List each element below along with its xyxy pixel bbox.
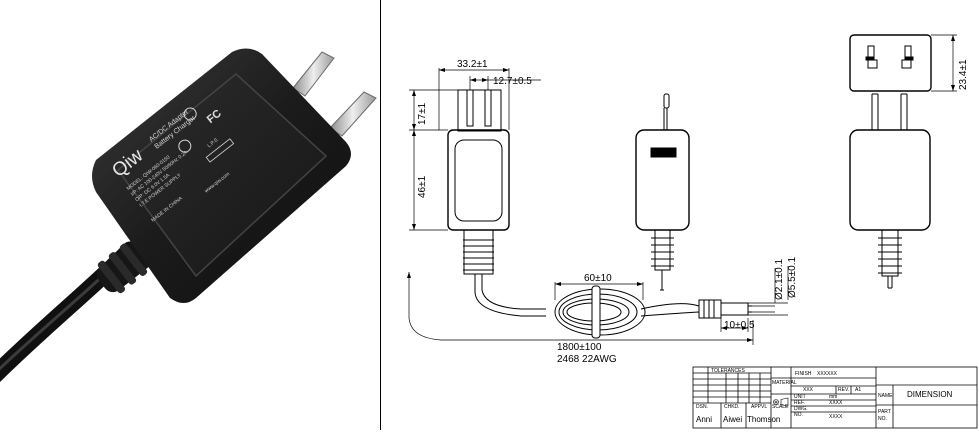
dimension-drawing: 33.2±1 12.7±0.5 17±1 46±1 23.4±1 60±10 1… (381, 0, 979, 430)
barcode-icon (205, 138, 235, 163)
tb-rev-value: A1 (855, 387, 861, 393)
tb-unit-value: mm (829, 394, 837, 400)
dim-body-height: 46±1 (417, 175, 428, 198)
plug-pins (292, 51, 377, 137)
tb-chkd-label: CHKD. (724, 404, 740, 410)
tb-unit-label: UNIT (794, 394, 806, 400)
tb-ref-value: XXXX (829, 400, 843, 406)
tb-chkd-value: Aiwei (723, 415, 742, 424)
panel-divider (380, 0, 381, 430)
tb-dwg-value: XXXX (829, 414, 843, 420)
dim-inner-diameter: Ø2.1±0.1 (774, 258, 785, 300)
dim-cable-length: 1800±100 (557, 342, 602, 353)
tb-finish-value: XXXXXX (817, 371, 838, 377)
dimension-lines (408, 34, 957, 345)
adapter-photo-illustration: Qiw AC/DC Adapter Battery Charger MODEL:… (0, 0, 380, 430)
dim-width: 33.2±1 (457, 59, 488, 70)
tb-finish-label: FINISH (795, 371, 812, 377)
tb-name-value: DIMENSION (907, 390, 953, 399)
dimension-arrows (407, 35, 955, 342)
tb-part-label: PART (878, 409, 891, 415)
drawing-canvas: 33.2±1 12.7±0.5 17±1 46±1 23.4±1 60±10 1… (381, 0, 979, 430)
tb-dsn-label: DSN. (696, 404, 708, 410)
certification-circle-icon (183, 107, 197, 121)
tb-dwg-label: DWG. (794, 406, 808, 412)
dim-pin-spacing: 12.7±0.5 (493, 76, 532, 87)
projection-symbol-icon (773, 397, 789, 407)
product-photo: Qiw AC/DC Adapter Battery Charger MODEL:… (0, 0, 380, 430)
adapter-body (92, 48, 351, 303)
dim-plug-tip: 10±0.5 (724, 320, 755, 331)
title-block: TOLERANCES FINISH XXXXXX MATERIAL XXX RE… (692, 366, 978, 429)
dim-cable-spec: 2468 22AWG (557, 354, 617, 365)
side-view (635, 93, 690, 291)
dim-pin-length: 17±1 (417, 102, 428, 125)
tb-tolerances-label: TOLERANCES (711, 368, 745, 374)
tb-material-value: XXX (803, 387, 814, 393)
tb-name-label: NAME (878, 393, 893, 399)
tb-dsn-value: Anni (696, 415, 712, 424)
dim-outer-diameter: Ø5.5±0.1 (787, 256, 798, 298)
tb-rev-label: REV. (838, 387, 849, 393)
ul-mark-icon (178, 139, 192, 153)
dim-depth: 23.4±1 (958, 59, 969, 90)
rear-view (849, 93, 931, 289)
tb-material-label: MATERIAL (772, 380, 797, 386)
dim-coil-length: 60±10 (584, 273, 612, 284)
tb-appvl-label: APPVL (751, 404, 767, 410)
top-view (849, 34, 932, 92)
tb-ref-label: REF. (794, 400, 805, 406)
tb-part-no-label: NO. (878, 416, 887, 422)
tb-dwg-no-label: NO. (794, 412, 803, 418)
dc-plug (698, 299, 752, 319)
front-view (447, 89, 546, 317)
tb-scale-label: SCALE (772, 404, 789, 410)
tb-appvl-value: Thomson (747, 415, 780, 424)
coiled-cable (554, 285, 700, 339)
